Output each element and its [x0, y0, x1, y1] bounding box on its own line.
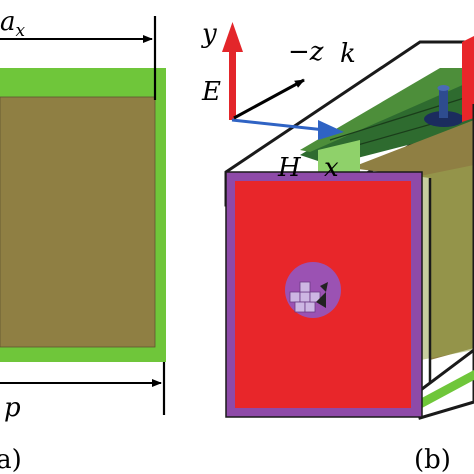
- panel-a-label: (a): [0, 445, 22, 474]
- panel-b-label: (b): [414, 445, 451, 474]
- top-strip-line-1: [329, 94, 474, 141]
- patch-rect: [0, 96, 156, 348]
- dim-ax-label: ax: [0, 7, 26, 41]
- k-arrow: [233, 78, 305, 120]
- axis-label-E: E: [201, 77, 221, 107]
- bottom-green-strip: [418, 370, 474, 408]
- axis-label-neg-z: −z: [288, 37, 324, 67]
- panel-b: y −z k E H x (b): [201, 19, 474, 474]
- port-glyph-cubes: [289, 281, 328, 313]
- probe-cap-top: [437, 85, 450, 91]
- dim-ax-subscript: x: [16, 21, 26, 41]
- probe-base-top: [424, 111, 464, 127]
- axis-label-k: k: [340, 39, 356, 69]
- axis-label-y: y: [201, 19, 217, 49]
- inner-wall-lower: [410, 165, 474, 362]
- e-field-arrow: [222, 22, 243, 120]
- dim-p-label: p: [4, 393, 21, 423]
- probe-stem-top: [439, 88, 448, 118]
- h-field-arrow: [231, 118, 344, 140]
- panel-a: ax p (a): [0, 7, 166, 474]
- axis-label-x: x: [324, 153, 339, 183]
- axis-label-H: H: [277, 153, 302, 183]
- top-green-strip-light: [300, 68, 474, 152]
- dim-ax-symbol: a: [0, 7, 16, 37]
- far-port-red: [462, 36, 474, 122]
